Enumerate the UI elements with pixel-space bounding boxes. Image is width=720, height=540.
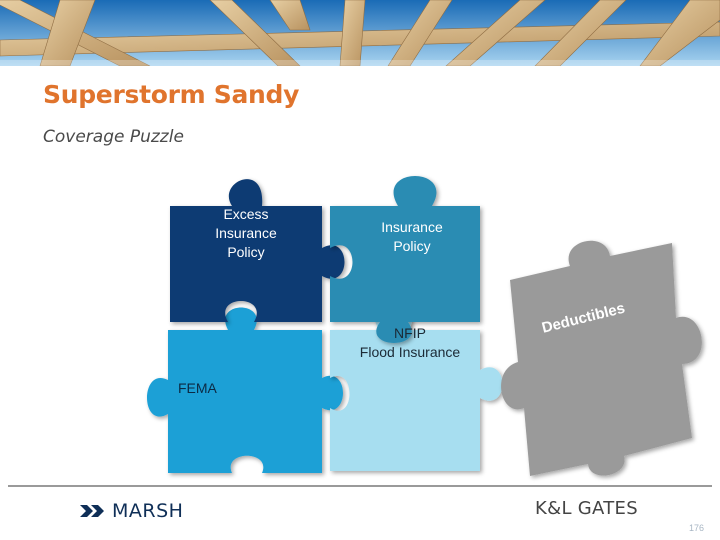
label-line: NFIP: [394, 325, 426, 341]
piece-label-excess: Excess Insurance Policy: [200, 205, 292, 262]
footer-divider: [8, 485, 712, 487]
label-line: FEMA: [178, 380, 217, 396]
puzzle-piece-deductibles: [501, 240, 702, 476]
header-banner-photo: [0, 0, 720, 66]
marsh-wordmark: MARSH: [112, 500, 184, 522]
slide-subtitle: Coverage Puzzle: [43, 127, 184, 147]
kl-gates-logo: K&L GATES: [535, 498, 638, 519]
marsh-mark-icon: [80, 505, 104, 517]
label-line: Excess: [223, 206, 269, 222]
label-line: Policy: [227, 244, 265, 260]
marsh-logo: MARSH: [80, 500, 183, 522]
piece-label-nfip: NFIP Flood Insurance: [340, 324, 480, 362]
piece-label-fema: FEMA: [178, 379, 238, 398]
puzzle-piece-insurance: [330, 176, 480, 343]
puzzle-piece-nfip: [330, 309, 503, 471]
label-line: Insurance: [381, 219, 443, 235]
piece-label-insurance: Insurance Policy: [362, 218, 462, 256]
page-number: 176: [688, 523, 704, 533]
label-line: Insurance: [215, 225, 277, 241]
label-line: Flood Insurance: [359, 344, 461, 360]
puzzle-piece-fema: [147, 307, 343, 473]
label-line: Policy: [393, 238, 431, 254]
slide-title: Superstorm Sandy: [43, 80, 300, 109]
roof-truss-photo: [0, 0, 720, 66]
puzzle-piece-excess: [170, 179, 345, 322]
